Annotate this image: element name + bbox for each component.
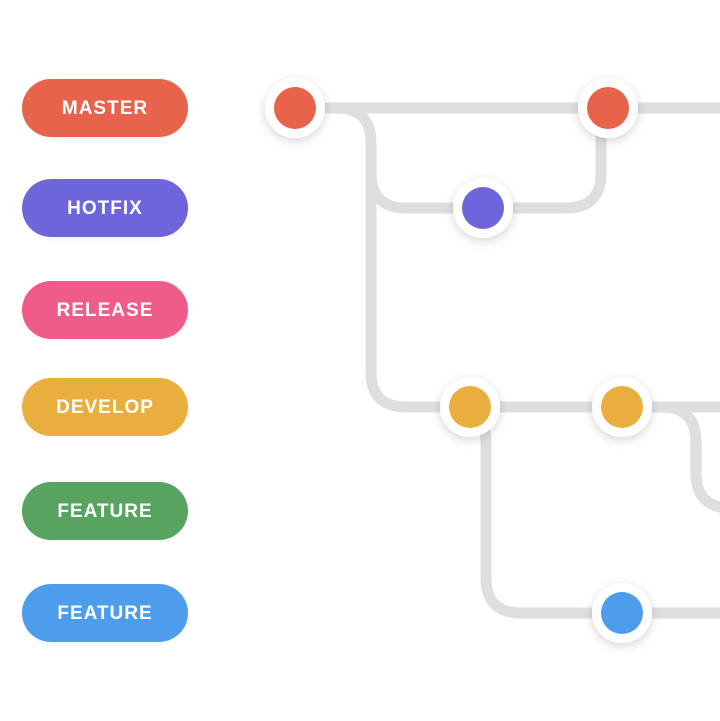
commit-node-dot: [462, 187, 504, 229]
commit-node-dot: [587, 87, 629, 129]
edge-master-to-develop: [335, 102, 450, 413]
commit-node-dot: [601, 592, 643, 634]
branch-edges: [295, 102, 720, 619]
commit-nodes: [265, 78, 652, 643]
commit-node-develop-commit-1: [440, 377, 500, 437]
commit-node-master-commit-1: [265, 78, 325, 138]
commit-node-master-commit-2: [578, 78, 638, 138]
edge-feature-green-branch: [660, 401, 720, 513]
commit-node-feature-commit-1: [592, 583, 652, 643]
commit-node-dot: [601, 386, 643, 428]
commit-node-dot: [274, 87, 316, 129]
commit-node-dot: [449, 386, 491, 428]
commit-node-hotfix-commit-1: [453, 178, 513, 238]
commit-node-develop-commit-2: [592, 377, 652, 437]
edge-hotfix-branch: [365, 108, 607, 214]
edge-feature-blue-branch: [450, 401, 720, 619]
